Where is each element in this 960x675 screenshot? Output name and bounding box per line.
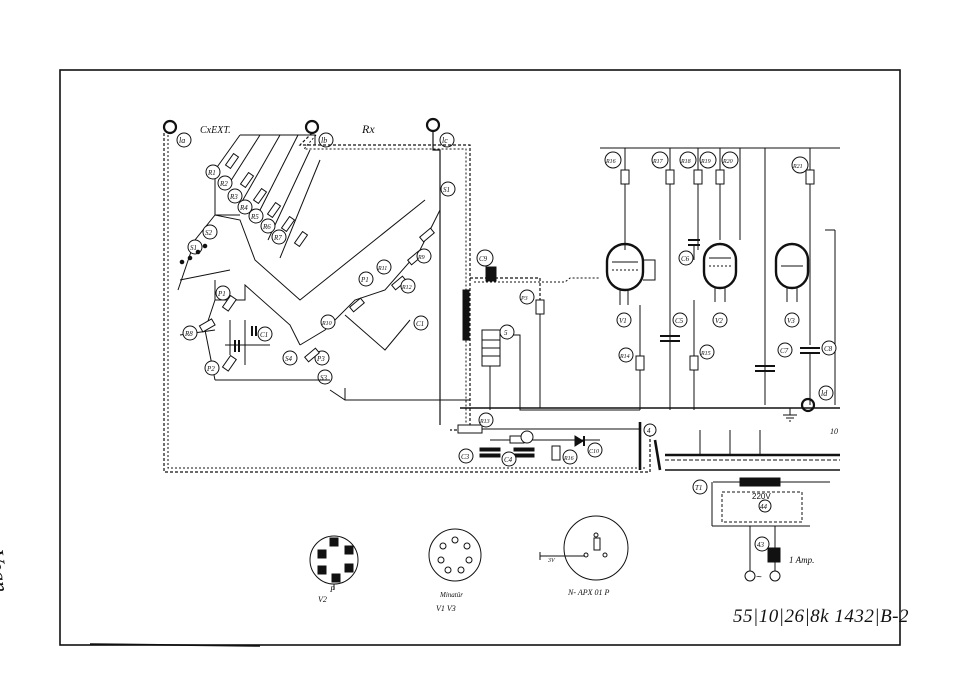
bridge-capacitors [234,326,257,352]
r20-label: R20 [722,159,733,165]
r9-label: R9 [417,255,425,261]
terminal-ld: ld [800,385,834,413]
s2-label: S2 [205,229,213,237]
ladder-resistors [224,152,309,248]
socket-miniature [428,528,482,582]
amp-labels: C6 C5 R14 R15 C7 C8 [618,250,837,363]
r13-label: R13 [479,419,490,425]
c5-label: C5 [675,317,684,325]
r8-label: R8 [184,330,193,338]
bridge-block [179,280,301,381]
lamp-ref-label: 44 [760,503,768,511]
r16-label: R16 [605,159,616,165]
mains-voltage-label: 220V [752,492,771,501]
p1b-label: P1 [360,276,369,284]
c8-label: C8 [824,345,833,353]
r15-label: R15 [700,351,711,357]
c1-label: C1 [260,331,268,339]
socket-miniatur-label: Minatür [439,591,463,599]
r21-label: R21 [792,164,803,170]
cx-ext-label: CxEXT. [200,125,231,136]
r12-label: R12 [401,285,412,291]
amp-components [460,229,840,422]
socket-n-apx-label: N- APX 01 P [567,588,610,597]
bus-labels: R13 C3 C4 R16 C10 4 10 [458,412,838,467]
r4-label: R4 [239,204,248,212]
p1-label: P1 [217,290,226,298]
v2-label: V2 [715,317,723,325]
p3-label: P3 [316,355,325,363]
output-coupling [462,266,640,411]
drawing-number: 55|10|26|8k 1432|B-2 [733,606,910,627]
terminal-lc: lc [425,117,455,148]
mid-labels: R10 P1 R11 R12 R9 C1 S1 [320,181,456,331]
socket-v2 [309,535,359,590]
tube-v1 [605,242,656,305]
s3-label: S3 [320,374,328,382]
terminal-la: la [162,119,192,148]
s4-label: S4 [285,355,293,363]
selector-switch [177,199,426,301]
c9-label: C9 [479,255,488,263]
shielded-wiring [163,131,651,473]
terminal-lc-label: lc [442,136,448,145]
s1-label: S1 [190,244,197,252]
socket-v1v3-label: V1 V3 [436,604,456,613]
terminal-lb: lb [304,119,334,148]
rx-label: Rx [361,122,375,136]
tube-v2 [702,242,738,302]
ladder-labels: R1 R2 R3 R4 R5 R6 R7 [205,164,287,245]
socket-v2-label: V2 [318,595,327,604]
mains-plug-symbol: ~ [756,572,762,583]
socket-n-apx [539,515,629,581]
bridge-labels: P1 R8 C1 P2 S4 P3 S3 [182,285,333,385]
pin-3v-label: 3V [547,558,556,564]
bridge-components [198,294,237,372]
bottom-rule [89,643,261,647]
v1-label: V1 [619,317,627,325]
r5-label: R5 [250,213,259,221]
fuse-rating-label: 1 Amp. [789,555,814,565]
r7-label: R7 [273,234,282,242]
terminal-10-label: 10 [830,427,838,436]
p3b-label: P3 [520,296,528,302]
c6-label: C6 [681,255,690,263]
plate-resistors [600,147,840,405]
fuse-ref-label: 43 [757,541,765,549]
r16b-label: R16 [563,456,574,462]
socket-p-label: P [329,585,335,594]
s-label: 5 [504,329,508,337]
r3-label: R3 [229,193,238,201]
c10-label: C10 [589,449,599,455]
c3-label: C3 [461,453,470,461]
r14-label: R14 [619,353,630,360]
terminal-ld-label: ld [821,389,828,398]
r10-label: R10 [321,321,332,327]
c4-label: C4 [504,456,513,464]
s1b-label: S1 [443,186,450,194]
tube-v3 [774,242,810,302]
r1-label: R1 [207,169,216,177]
r6-label: R6 [262,223,271,231]
r2-label: R2 [219,180,228,188]
plate-labels: R16 R17 R18 R19 R20 R21 [604,151,809,174]
sheet-border [59,69,901,646]
power-bus [457,422,840,471]
r17-label: R17 [652,159,664,165]
v3-label: V3 [787,317,795,325]
t1-label: T1 [695,484,702,492]
c1b-label: C1 [416,320,424,328]
r11-label: R11 [377,266,387,272]
r19-label: R19 [700,159,711,165]
terminal-lb-label: lb [321,136,327,145]
r18-label: R18 [680,159,691,165]
terminal-la-label: la [179,136,185,145]
p2-label: P2 [206,365,215,373]
mains-transformer [692,477,830,582]
terminal-4-label: 4 [647,427,651,435]
c7-label: C7 [780,347,789,355]
